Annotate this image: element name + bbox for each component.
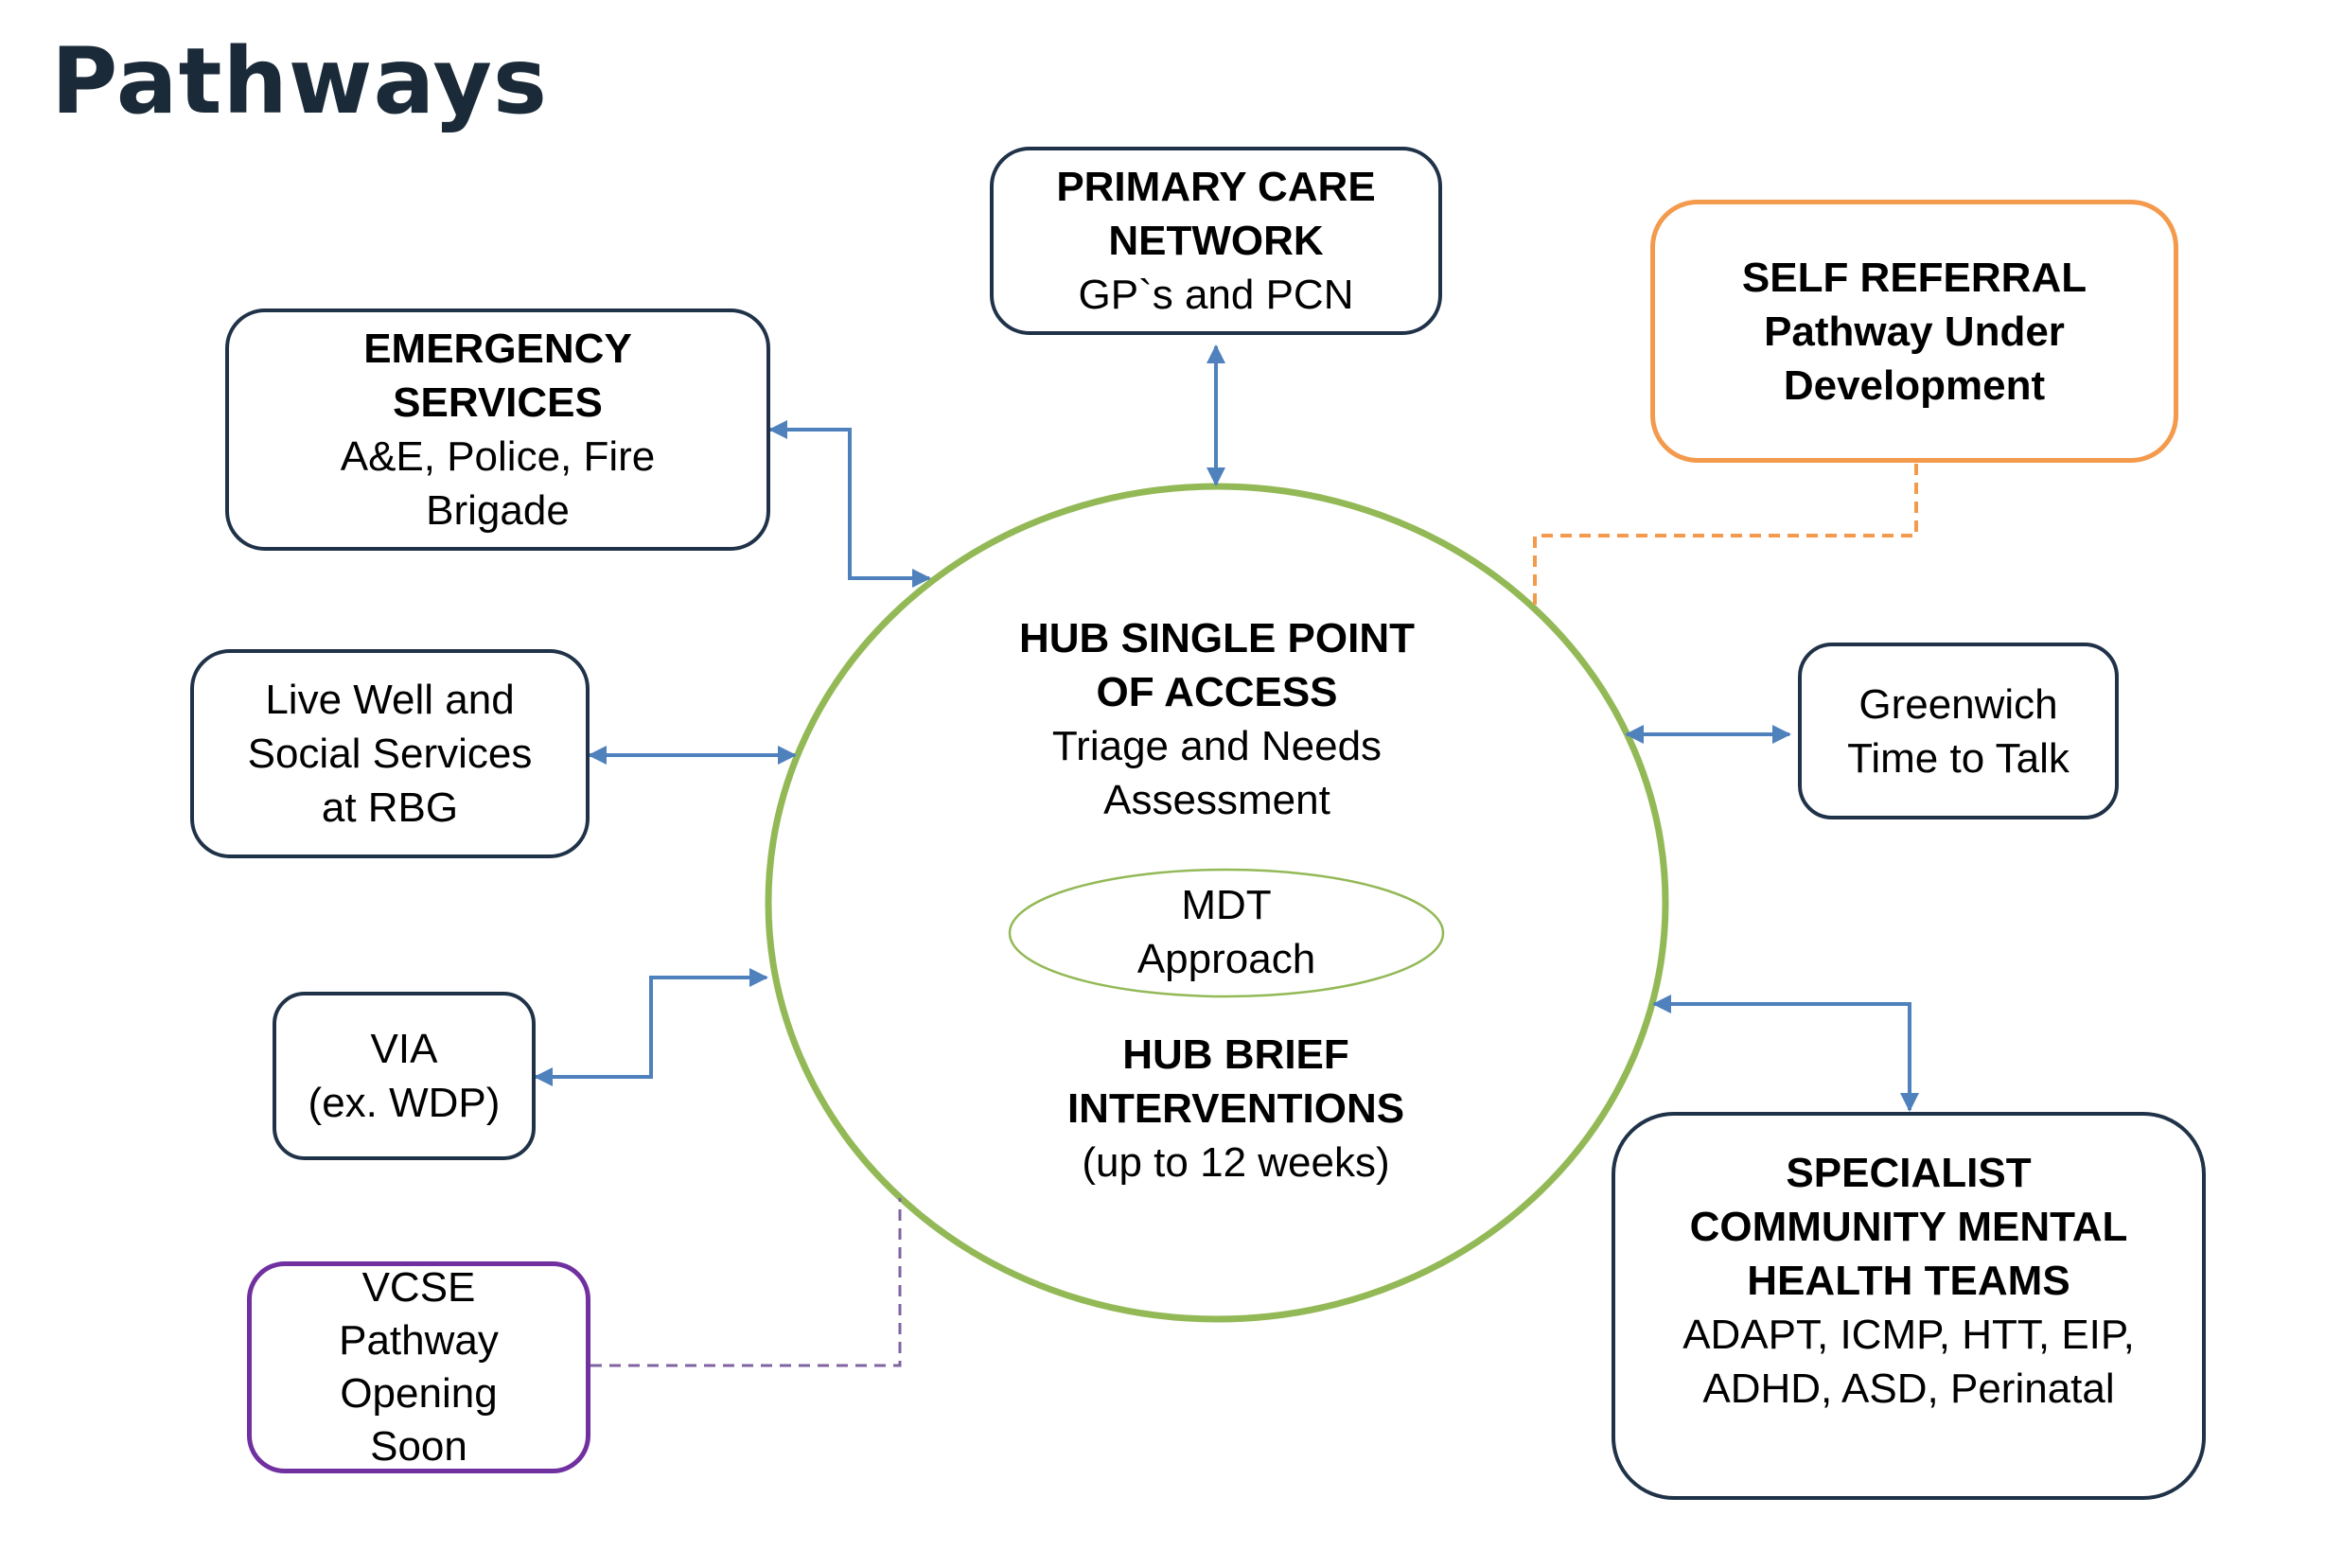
greenwich-line-2: Time to Talk [1847, 734, 2070, 782]
hub-brief-title-1: HUB BRIEF [1122, 1031, 1349, 1078]
hub-brief-sub: (up to 12 weeks) [1082, 1139, 1390, 1186]
live-well-line-2: Social Services [247, 731, 533, 777]
vcse-line-1: VCSE [361, 1264, 476, 1311]
specialist-sub-2: ADHD, ASD, Perinatal [1702, 1365, 2115, 1412]
emergency-sub-2: Brigade [426, 487, 570, 534]
connector-vcse-dashed [590, 1198, 902, 1367]
connector-via [534, 968, 768, 1086]
node-primary-care[interactable]: PRIMARY CARE NETWORK GP`s and PCN [990, 147, 1442, 335]
hub-spoa-title-2: OF ACCESS [1096, 669, 1338, 715]
hub-spoa-label: HUB SINGLE POINT OF ACCESS Triage and Ne… [980, 611, 1453, 827]
emergency-sub-1: A&E, Police, Fire [340, 433, 656, 480]
mdt-ellipse[interactable] [1008, 868, 1445, 998]
specialist-sub-1: ADAPT, ICMP, HTT, EIP, [1682, 1312, 2135, 1358]
mdt-line-1: MDT [1181, 882, 1272, 928]
greenwich-line-1: Greenwich [1858, 680, 2058, 728]
primary-care-sub: GP`s and PCN [1078, 272, 1354, 318]
node-greenwich-time-to-talk[interactable]: Greenwich Time to Talk [1798, 643, 2119, 819]
node-via[interactable]: VIA (ex. WDP) [273, 992, 536, 1160]
self-referral-title-3: Development [1783, 361, 2046, 409]
hub-circle[interactable] [765, 483, 1669, 1323]
connector-emergency [768, 420, 931, 588]
primary-care-title-2: NETWORK [1108, 218, 1324, 264]
node-self-referral[interactable]: SELF REFERRAL Pathway Under Development [1650, 200, 2178, 463]
specialist-title-3: HEALTH TEAMS [1747, 1258, 2070, 1304]
node-live-well[interactable]: Live Well and Social Services at RBG [190, 649, 590, 858]
primary-care-title-1: PRIMARY CARE [1056, 164, 1376, 210]
specialist-title-1: SPECIALIST [1786, 1150, 2032, 1196]
hub-brief-label: HUB BRIEF INTERVENTIONS (up to 12 weeks) [999, 1028, 1472, 1189]
vcse-line-3: Opening [340, 1370, 498, 1417]
emergency-title-1: EMERGENCY [363, 326, 632, 372]
live-well-line-1: Live Well and [265, 677, 515, 723]
node-emergency-services[interactable]: EMERGENCY SERVICES A&E, Police, Fire Bri… [225, 308, 770, 551]
via-line-1: VIA [370, 1026, 438, 1072]
via-line-2: (ex. WDP) [308, 1080, 501, 1126]
page-title: Pathways [51, 28, 549, 134]
node-vcse[interactable]: VCSE Pathway Opening Soon [247, 1261, 590, 1473]
hub-spoa-sub-1: Triage and Needs [1051, 723, 1383, 769]
vcse-line-4: Soon [370, 1423, 467, 1470]
self-referral-title-1: SELF REFERRAL [1741, 254, 2087, 301]
emergency-title-2: SERVICES [393, 379, 603, 426]
connector-specialist [1652, 995, 1919, 1112]
hub-brief-title-2: INTERVENTIONS [1066, 1085, 1405, 1132]
specialist-title-2: COMMUNITY MENTAL [1689, 1204, 2128, 1250]
self-referral-title-2: Pathway Under [1764, 308, 2065, 355]
hub-spoa-sub-2: Assessment [1103, 777, 1330, 823]
vcse-line-2: Pathway [339, 1317, 499, 1364]
live-well-line-3: at RBG [321, 784, 459, 831]
mdt-line-2: Approach [1136, 936, 1316, 982]
hub-spoa-title-1: HUB SINGLE POINT [1018, 615, 1416, 661]
mdt-label: MDT Approach [1084, 878, 1368, 986]
node-specialist-cmht[interactable]: SPECIALIST COMMUNITY MENTAL HEALTH TEAMS… [1612, 1112, 2206, 1500]
connector-self-referral-dashed [1533, 464, 1918, 610]
